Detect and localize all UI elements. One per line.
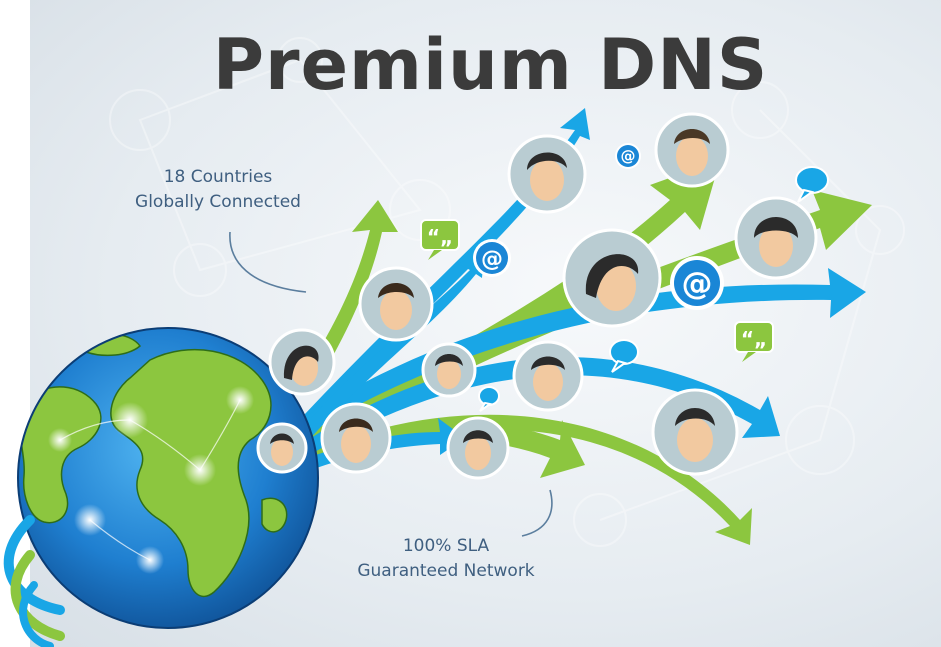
avatar bbox=[734, 196, 818, 280]
avatar bbox=[256, 422, 308, 474]
globe bbox=[3, 327, 319, 647]
avatar bbox=[562, 228, 662, 328]
svg-text:@: @ bbox=[621, 147, 636, 165]
avatar bbox=[507, 134, 587, 214]
avatar bbox=[446, 416, 510, 480]
avatar bbox=[651, 388, 739, 476]
sla-callout: 100% SLA Guaranteed Network bbox=[336, 534, 556, 584]
speech-bubble-icon bbox=[795, 166, 829, 203]
page-title: Premium DNS bbox=[212, 24, 769, 106]
svg-text:@: @ bbox=[481, 247, 503, 272]
callout-connectors bbox=[229, 231, 553, 537]
speech-bubbles bbox=[478, 166, 829, 412]
svg-text:“„: “„ bbox=[427, 225, 453, 249]
countries-callout-line1: 18 Countries bbox=[163, 167, 273, 187]
avatar bbox=[421, 342, 477, 398]
avatar bbox=[320, 402, 392, 474]
email-badges: @ @ @ bbox=[473, 143, 724, 310]
avatar bbox=[268, 328, 336, 396]
chat-quote-icon: “„ bbox=[420, 219, 460, 260]
email-icon: @ bbox=[670, 256, 724, 310]
chat-badges: “„ “„ bbox=[420, 219, 774, 362]
chat-quote-icon: “„ bbox=[734, 321, 774, 362]
avatar bbox=[358, 266, 434, 342]
countries-callout-line2: Globally Connected bbox=[135, 192, 301, 212]
email-icon: @ bbox=[615, 143, 641, 169]
email-icon: @ bbox=[473, 239, 511, 277]
countries-callout: 18 Countries Globally Connected bbox=[118, 165, 318, 215]
svg-text:“„: “„ bbox=[741, 327, 767, 351]
user-avatars bbox=[256, 112, 818, 480]
sla-callout-line2: Guaranteed Network bbox=[357, 561, 535, 581]
sla-callout-line1: 100% SLA bbox=[402, 536, 490, 556]
avatar bbox=[512, 340, 584, 412]
svg-text:@: @ bbox=[682, 266, 713, 302]
speech-bubble-icon bbox=[478, 386, 500, 412]
avatar bbox=[654, 112, 730, 188]
speech-bubble-icon bbox=[609, 339, 639, 373]
